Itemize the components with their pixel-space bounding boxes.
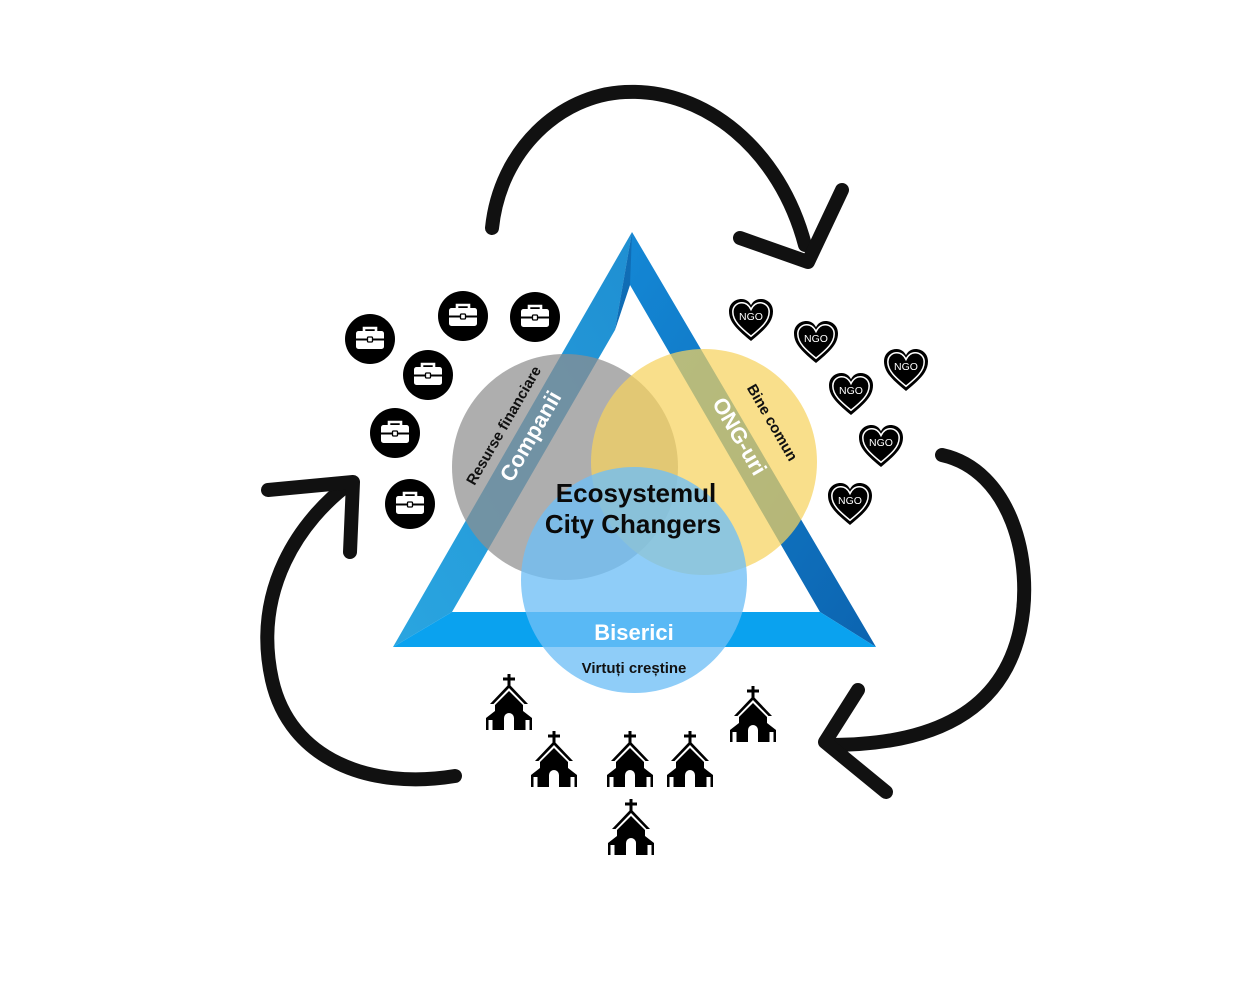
center-title-line1: Ecosystemul	[556, 478, 716, 508]
venn-circles	[452, 349, 817, 693]
briefcase-icon	[345, 314, 395, 364]
heart-ngo-icon: NGO	[828, 372, 874, 416]
top-arrow-head	[733, 183, 849, 269]
ngo-icon-label: NGO	[838, 495, 862, 507]
center-title-line2: City Changers	[545, 509, 721, 539]
left-arrow	[260, 476, 462, 787]
briefcase-icon	[510, 292, 560, 342]
top-arrow	[485, 84, 812, 252]
circle-churches	[521, 467, 747, 693]
ngo-icon-label: NGO	[739, 311, 763, 323]
ngo-icon-label: NGO	[839, 385, 863, 397]
center-title: Ecosystemul City Changers	[545, 478, 721, 539]
churches-label: Biserici	[594, 620, 674, 645]
church-icon	[486, 674, 532, 730]
ngo-icons: NGO NGO NGO NGO NGO NGO	[728, 298, 929, 526]
heart-ngo-icon: NGO	[883, 348, 929, 392]
church-icon	[607, 731, 653, 787]
right-arrow-head	[818, 683, 893, 799]
church-icons	[486, 674, 776, 855]
church-icon	[667, 731, 713, 787]
ngo-icon-label: NGO	[804, 333, 828, 345]
briefcase-icon	[385, 479, 435, 529]
churches-value: Virtuți creștine	[582, 660, 687, 677]
church-icon	[608, 799, 654, 855]
heart-ngo-icon: NGO	[827, 482, 873, 526]
cycle-arrows	[260, 84, 1032, 799]
left-arrow-head	[261, 475, 360, 559]
right-arrow	[823, 448, 1032, 752]
briefcase-icon	[438, 291, 488, 341]
briefcase-icon	[403, 350, 453, 400]
heart-ngo-icon: NGO	[793, 320, 839, 364]
triangle-top-shade	[615, 232, 632, 330]
heart-ngo-icon: NGO	[728, 298, 774, 342]
ngo-icon-label: NGO	[869, 437, 893, 449]
ngo-icon-label: NGO	[894, 361, 918, 373]
church-icon	[531, 731, 577, 787]
church-icon	[730, 686, 776, 742]
heart-ngo-icon: NGO	[858, 424, 904, 468]
briefcase-icon	[370, 408, 420, 458]
